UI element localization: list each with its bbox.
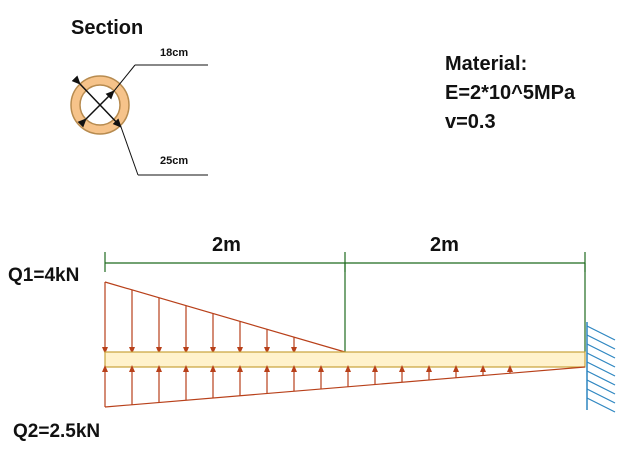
outer-diameter-arrow bbox=[71, 75, 122, 128]
support-hatch-line bbox=[586, 397, 616, 413]
support-hatch-line bbox=[586, 370, 616, 386]
outer-diameter-label: 25cm bbox=[160, 155, 188, 167]
support-hatch-line bbox=[586, 352, 616, 368]
beam bbox=[104, 351, 586, 368]
support-hatch-line bbox=[586, 379, 616, 395]
section-title: Section bbox=[71, 17, 143, 39]
q2-load-outline bbox=[104, 366, 586, 408]
support-hatch-line bbox=[586, 388, 616, 404]
inner-diameter-label: 18cm bbox=[160, 47, 188, 59]
q1-label: Q1=4kN bbox=[8, 265, 79, 286]
material-modulus: E=2*10^5MPa bbox=[445, 82, 576, 104]
material-properties: Material: E=2*10^5MPa v=0.3 bbox=[445, 53, 576, 133]
support-hatch-line bbox=[586, 361, 616, 377]
hatched-wall-icon bbox=[586, 322, 616, 413]
inner-leader-line bbox=[113, 64, 136, 92]
support-hatch-line bbox=[586, 334, 616, 350]
support-hatch-line bbox=[586, 325, 616, 341]
span-left-label: 2m bbox=[212, 234, 241, 256]
span-dimension: 2m 2m bbox=[104, 234, 586, 352]
support-hatching bbox=[586, 325, 616, 413]
material-title: Material: bbox=[445, 53, 527, 75]
q2-distributed-load bbox=[102, 365, 586, 408]
q2-label: Q2=2.5kN bbox=[13, 421, 100, 442]
span-right-label: 2m bbox=[430, 234, 459, 256]
q1-load-outline bbox=[104, 281, 346, 353]
support-hatch-line bbox=[586, 343, 616, 359]
q1-distributed-load bbox=[102, 281, 346, 354]
outer-diameter-dimension: 25cm bbox=[71, 75, 208, 176]
material-poisson: v=0.3 bbox=[445, 111, 496, 133]
outer-leader-line bbox=[120, 126, 139, 176]
